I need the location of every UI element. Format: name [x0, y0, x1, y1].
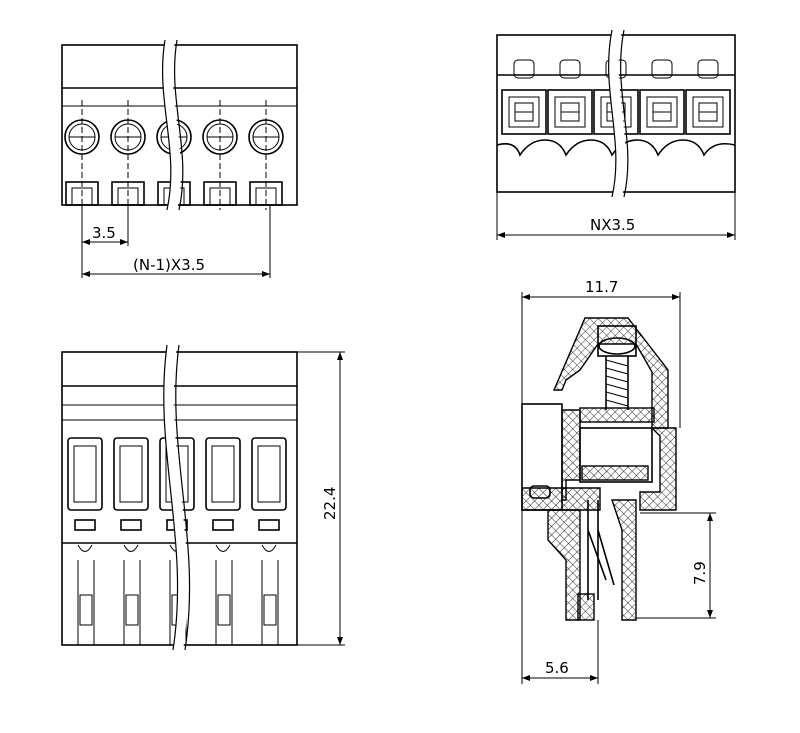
top-view: 3.5 (N-1)X3.5: [61, 39, 298, 278]
height-dimension: 22.4: [321, 487, 339, 520]
cross-section-view: 11.7 7.9 5.6: [521, 278, 716, 684]
depth-dimension: 11.7: [585, 278, 618, 296]
side-view: 22.4: [61, 344, 345, 651]
pin-offset-dimension: 5.6: [545, 659, 569, 677]
total-width-dimension: NX3.5: [590, 216, 635, 234]
span-dimension: (N-1)X3.5: [133, 256, 205, 274]
pitch-dimension: 3.5: [92, 224, 116, 242]
front-view: NX3.5: [496, 29, 736, 240]
pin-length-dimension: 7.9: [691, 561, 709, 585]
